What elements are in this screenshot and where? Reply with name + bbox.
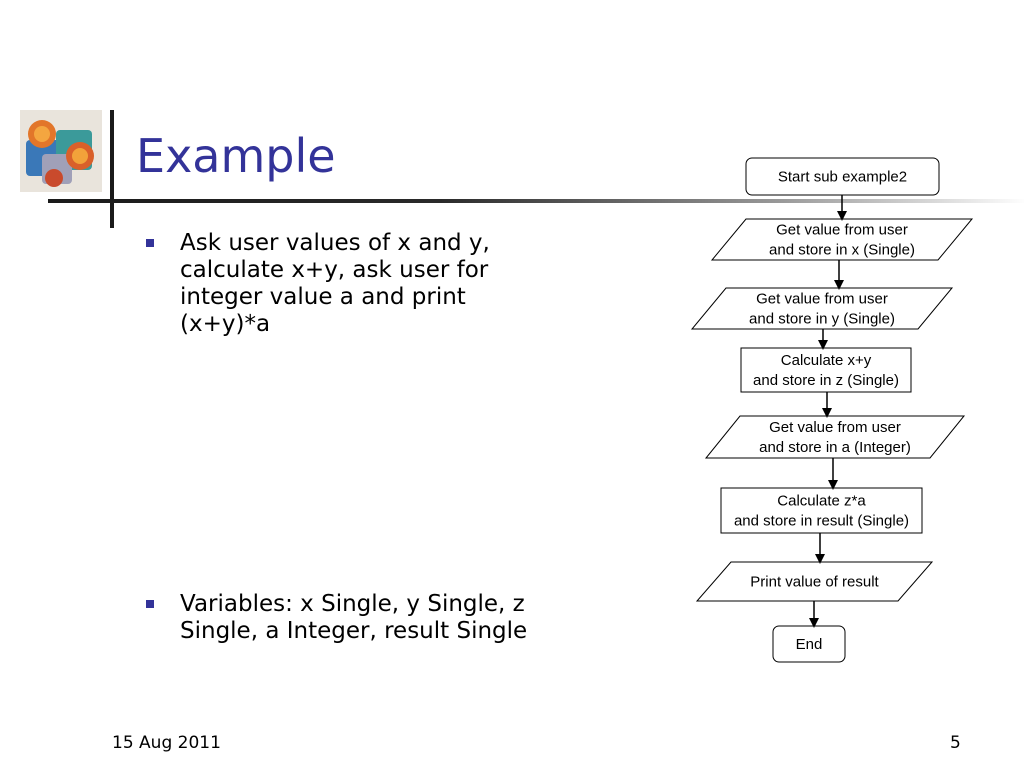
page-number: 5	[950, 733, 961, 753]
flowchart-node-label: Calculate z*a	[777, 493, 866, 510]
bullet-marker-icon	[146, 239, 154, 247]
footer-date: 15 Aug 2011	[112, 733, 221, 753]
title-vertical-bar	[110, 110, 114, 228]
bullet-item: Ask user values of x and y, calculate x+…	[146, 230, 530, 338]
flowchart-node-label: Print value of result	[750, 574, 879, 591]
flowchart-node-label: Get value from user	[776, 222, 908, 239]
flowchart-node-label: and store in z (Single)	[753, 372, 899, 389]
flowchart-node-io: Get value from user and store in a (Integ…	[704, 415, 966, 459]
flowchart-node-label: and store in a (Integer)	[759, 439, 911, 456]
flowchart-node-label: Get value from user	[756, 291, 888, 308]
flowchart-node-label: Start sub example2	[778, 169, 907, 186]
flowchart-node-label: and store in result (Single)	[734, 513, 909, 530]
flowchart-node-process: Calculate x+y and store in z (Single)	[740, 347, 912, 393]
slide-title: Example	[136, 129, 336, 183]
bullet-text: Variables: x Single, y Single, z Single,…	[180, 591, 528, 644]
flowchart-node-label: and store in y (Single)	[749, 311, 895, 328]
flowchart-node-process: Calculate z*a and store in result (Single…	[720, 487, 923, 534]
bullet-item: Variables: x Single, y Single, z Single,…	[146, 591, 540, 645]
flowchart-node-terminal: Start sub example2	[745, 157, 940, 196]
title-underline	[48, 199, 1024, 203]
bullet-text: Ask user values of x and y, calculate x+…	[180, 230, 490, 337]
bullet-marker-icon	[146, 600, 154, 608]
flowchart-node-label: End	[796, 636, 823, 653]
flowchart-node-terminal: End	[772, 625, 846, 663]
flowchart-node-io: Print value of result	[695, 561, 934, 602]
flowchart-node-label: Get value from user	[769, 419, 901, 436]
flowchart-node-label: and store in x (Single)	[769, 242, 915, 259]
flowchart-node-label: Calculate x+y	[781, 352, 872, 369]
logo-icon	[20, 110, 102, 192]
flowchart-node-io: Get value from user and store in x (Singl…	[710, 218, 974, 261]
flowchart-node-io: Get value from user and store in y (Singl…	[690, 287, 954, 330]
